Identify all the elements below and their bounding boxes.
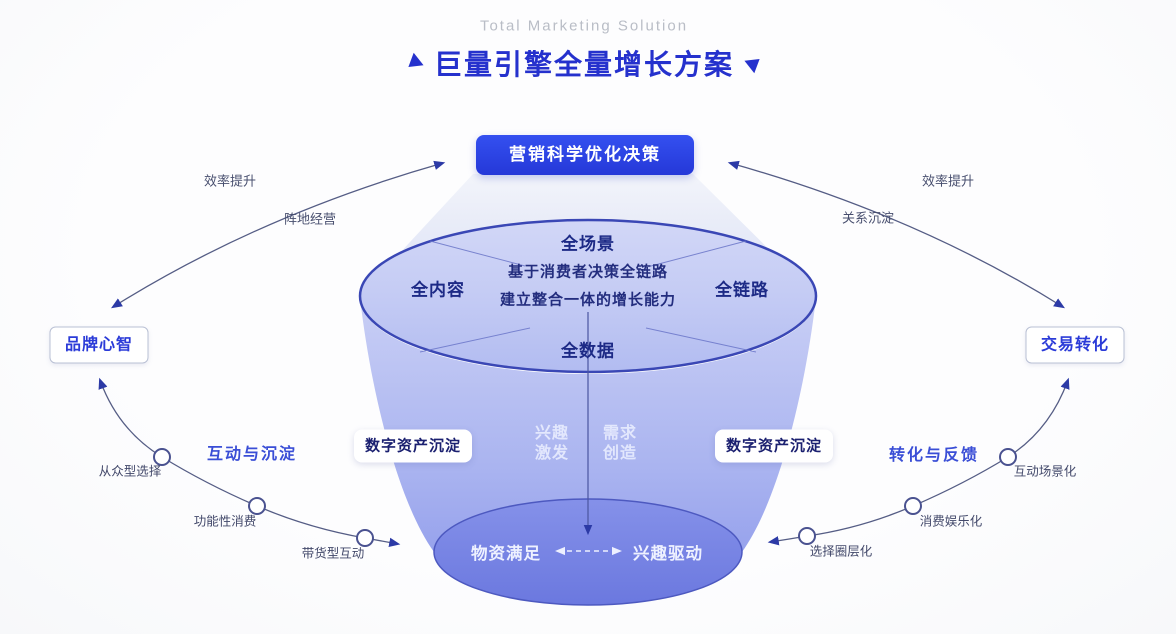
stop-label-functional: 功能性消费: [193, 514, 257, 529]
sector-all-link: 全链路: [715, 280, 769, 300]
marketing-science-button: 营销科学优化决策: [476, 135, 694, 175]
page-title: 巨量引擎全量增长方案: [403, 43, 765, 83]
milestone-dots: [153, 448, 1017, 547]
stop-dot: [798, 527, 816, 545]
title-text: 巨量引擎全量增长方案: [433, 49, 735, 80]
funnel-text-demand: 需求: [602, 425, 638, 442]
bottom-text-interest-driven: 兴趣驱动: [633, 545, 703, 563]
label-relationship-deposit: 关系沉淀: [841, 210, 895, 226]
brand-mind-box: 品牌心智: [49, 326, 149, 364]
stop-label-conformity: 从众型选择: [98, 464, 162, 479]
ellipse-center-line2: 建立整合一体的增长能力: [499, 291, 677, 309]
stop-label-interactive-scene: 互动场景化: [1013, 464, 1077, 479]
flow-title-conversion: 转化与反馈: [888, 447, 980, 464]
stop-dot: [248, 497, 266, 515]
stop-label-circle-selection: 选择圈层化: [809, 544, 873, 559]
funnel-text-demand-create: 需求 创造: [603, 424, 637, 464]
label-efficiency-right: 效率提升: [921, 173, 975, 189]
funnel-text-interest: 兴趣: [534, 425, 570, 442]
funnel-text-create: 创造: [602, 445, 638, 462]
stop-dot: [904, 497, 922, 515]
label-efficiency-left: 效率提升: [203, 173, 257, 189]
digital-asset-badge-left: 数字资产沉淀: [354, 429, 472, 463]
sector-all-data: 全数据: [561, 341, 615, 361]
bottom-text-material: 物资满足: [471, 545, 541, 563]
subtitle: Total Marketing Solution: [479, 17, 689, 35]
stop-label-consumer-entertainment: 消费娱乐化: [919, 514, 983, 529]
label-position-operation: 阵地经营: [283, 211, 337, 227]
funnel-text-spark: 激发: [534, 445, 570, 462]
curve-brand-to-decision: [111, 160, 446, 309]
ellipse-center-line1: 基于消费者决策全链路: [507, 263, 669, 281]
flow-title-interaction: 互动与沉淀: [206, 446, 298, 463]
stop-dot: [356, 529, 374, 547]
funnel-text-interest-spark: 兴趣 激发: [535, 424, 569, 464]
title-left-triangle-icon: [403, 52, 424, 74]
sector-all-content: 全内容: [411, 280, 465, 300]
stop-dot: [153, 448, 171, 466]
sector-all-scene: 全场景: [561, 234, 615, 254]
trade-conversion-box: 交易转化: [1025, 326, 1125, 364]
stop-label-sales-interaction: 带货型互动: [301, 546, 365, 561]
digital-asset-badge-right: 数字资产沉淀: [715, 429, 833, 463]
curve-decision-to-trade: [727, 160, 1065, 309]
stop-dot: [999, 448, 1017, 466]
